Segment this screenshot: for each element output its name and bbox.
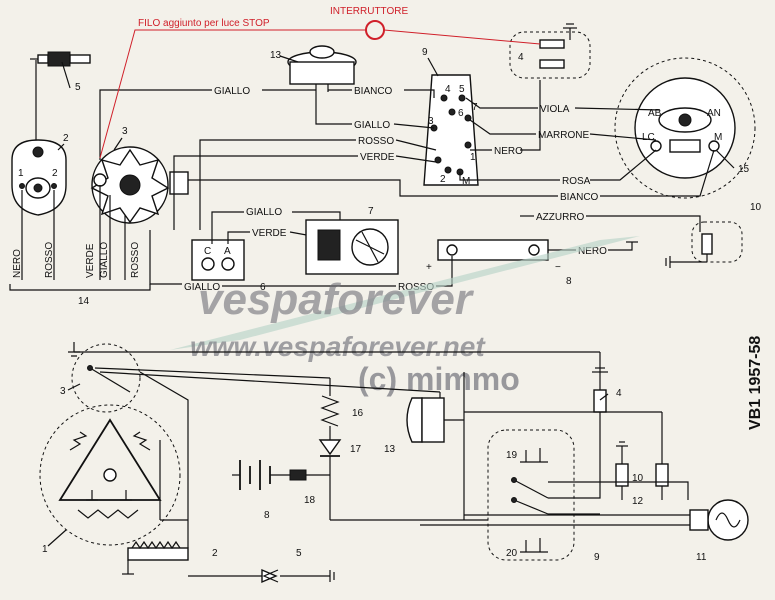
stator-schematic	[39, 404, 181, 546]
label-17: 17	[350, 444, 362, 455]
label-3-bottom: 3	[60, 386, 66, 397]
stator-pin-ab: AB	[648, 108, 662, 119]
ignition-coil-schematic	[122, 540, 189, 575]
wire-label-giallo-top: GIALLO	[214, 86, 250, 97]
switch-pin-6: 6	[458, 108, 464, 119]
label-19: 19	[506, 450, 518, 461]
annotation-filo: FILO aggiunto per luce STOP	[138, 18, 270, 29]
wire-label-bianco-right: BIANCO	[560, 192, 599, 203]
label-13-top: 13	[270, 50, 282, 61]
wire-label-rosa: ROSA	[562, 176, 591, 187]
switch-pin-3: 3	[428, 116, 434, 127]
wire-label-giallo-low: GIALLO	[184, 282, 220, 293]
label-13-bottom: 13	[384, 444, 396, 455]
wire-label-giallo-mid: GIALLO	[354, 120, 390, 131]
wire-label-giallo: GIALLO	[99, 242, 110, 278]
stator-pin-lc: LC	[642, 132, 655, 143]
wire-label-nero: NERO	[12, 249, 23, 278]
wire-label-rosso-mid: ROSSO	[358, 136, 394, 147]
horn	[287, 45, 357, 85]
coil-pin-2: 2	[52, 168, 58, 179]
label-2-bottom: 2	[212, 548, 218, 559]
plus-sign: +	[426, 262, 432, 273]
label-8-top: 8	[566, 276, 572, 287]
label-9-top: 9	[422, 47, 428, 58]
label-8-bottom: 8	[264, 510, 270, 521]
voltage-regulator	[191, 239, 245, 281]
coil-pin-1: 1	[18, 168, 24, 179]
watermark-author: (c) mimmo	[358, 361, 520, 397]
switch-pin-5: 5	[459, 84, 465, 95]
label-4-top: 4	[518, 52, 524, 63]
label-6: 6	[260, 282, 266, 293]
watermark: vespaforever www.vespaforever.net (c) mi…	[170, 236, 640, 397]
wire-label-azzurro: AZZURRO	[536, 212, 585, 223]
battery	[232, 460, 330, 490]
wire-label-verde-reg: VERDE	[252, 228, 287, 239]
ignition-coil	[11, 139, 67, 216]
main-switch-schematic	[487, 429, 575, 561]
label-3-top: 3	[122, 126, 128, 137]
switch-pin-m: M	[462, 176, 470, 187]
spark-plug	[30, 51, 91, 67]
label-10-bottom: 10	[632, 473, 644, 484]
label-5: 5	[75, 82, 81, 93]
reg-pin-a: A	[224, 246, 231, 257]
switch-pin-7: 7	[472, 102, 478, 113]
label-7: 7	[368, 206, 374, 217]
interruttore-marker	[365, 20, 385, 40]
wire-label-marrone: MARRONE	[538, 130, 589, 141]
regulator-coil	[318, 378, 342, 520]
ignition-switch	[423, 74, 479, 186]
spark-plug-schematic	[188, 568, 335, 584]
wire-label-viola: VIOLA	[540, 104, 570, 115]
wire-label-bianco-top: BIANCO	[354, 86, 393, 97]
label-15: 15	[738, 164, 750, 175]
horn-schematic	[406, 372, 465, 520]
label-16: 16	[352, 408, 364, 419]
wire-label-verde: VERDE	[85, 243, 96, 278]
switch-pin-1: 1	[470, 152, 476, 163]
label-2-top: 2	[63, 133, 69, 144]
wire-label-rosso-coil: ROSSO	[44, 242, 55, 278]
label-14: 14	[78, 296, 90, 307]
stator-pin-an: AN	[707, 108, 721, 119]
label-18: 18	[304, 495, 316, 506]
headlamp-bulb-schematic	[420, 499, 749, 541]
magneto-switch-symbol	[71, 343, 141, 413]
stop-switch-top	[509, 23, 591, 79]
stop-switch-schematic	[592, 367, 608, 482]
label-4-bottom: 4	[616, 388, 622, 399]
wire-label-giallo-reg: GIALLO	[246, 207, 282, 218]
label-9-bottom: 9	[594, 552, 600, 563]
label-10-top: 10	[750, 202, 762, 213]
switch-pin-4: 4	[445, 84, 451, 95]
label-1: 1	[42, 544, 48, 555]
stator-plate	[614, 57, 756, 199]
stator-pin-m: M	[714, 132, 722, 143]
switch-pin-2: 2	[440, 174, 446, 185]
stop-lamp-top	[665, 221, 743, 268]
wire-label-verde-mid: VERDE	[360, 152, 395, 163]
label-11: 11	[696, 552, 707, 563]
wire-label-rosso-mag: ROSSO	[130, 242, 141, 278]
model-title: VB1 1957-58	[747, 336, 764, 430]
wire-label-nero-lamp: NERO	[578, 246, 607, 257]
headlamp	[437, 239, 549, 261]
label-5-bottom: 5	[296, 548, 302, 559]
stop-lamp-schematic	[464, 411, 669, 500]
label-12: 12	[632, 496, 644, 507]
reg-pin-c: C	[204, 246, 211, 257]
watermark-logo: vespaforever	[198, 275, 475, 324]
magneto-flywheel	[90, 146, 189, 224]
annotation-interruttore: INTERRUTTORE	[330, 6, 408, 17]
label-20: 20	[506, 548, 518, 559]
watermark-url: www.vespaforever.net	[190, 331, 486, 362]
minus-sign: −	[555, 262, 561, 273]
wire-label-nero-sw: NERO	[494, 146, 523, 157]
rectifier	[305, 219, 399, 275]
